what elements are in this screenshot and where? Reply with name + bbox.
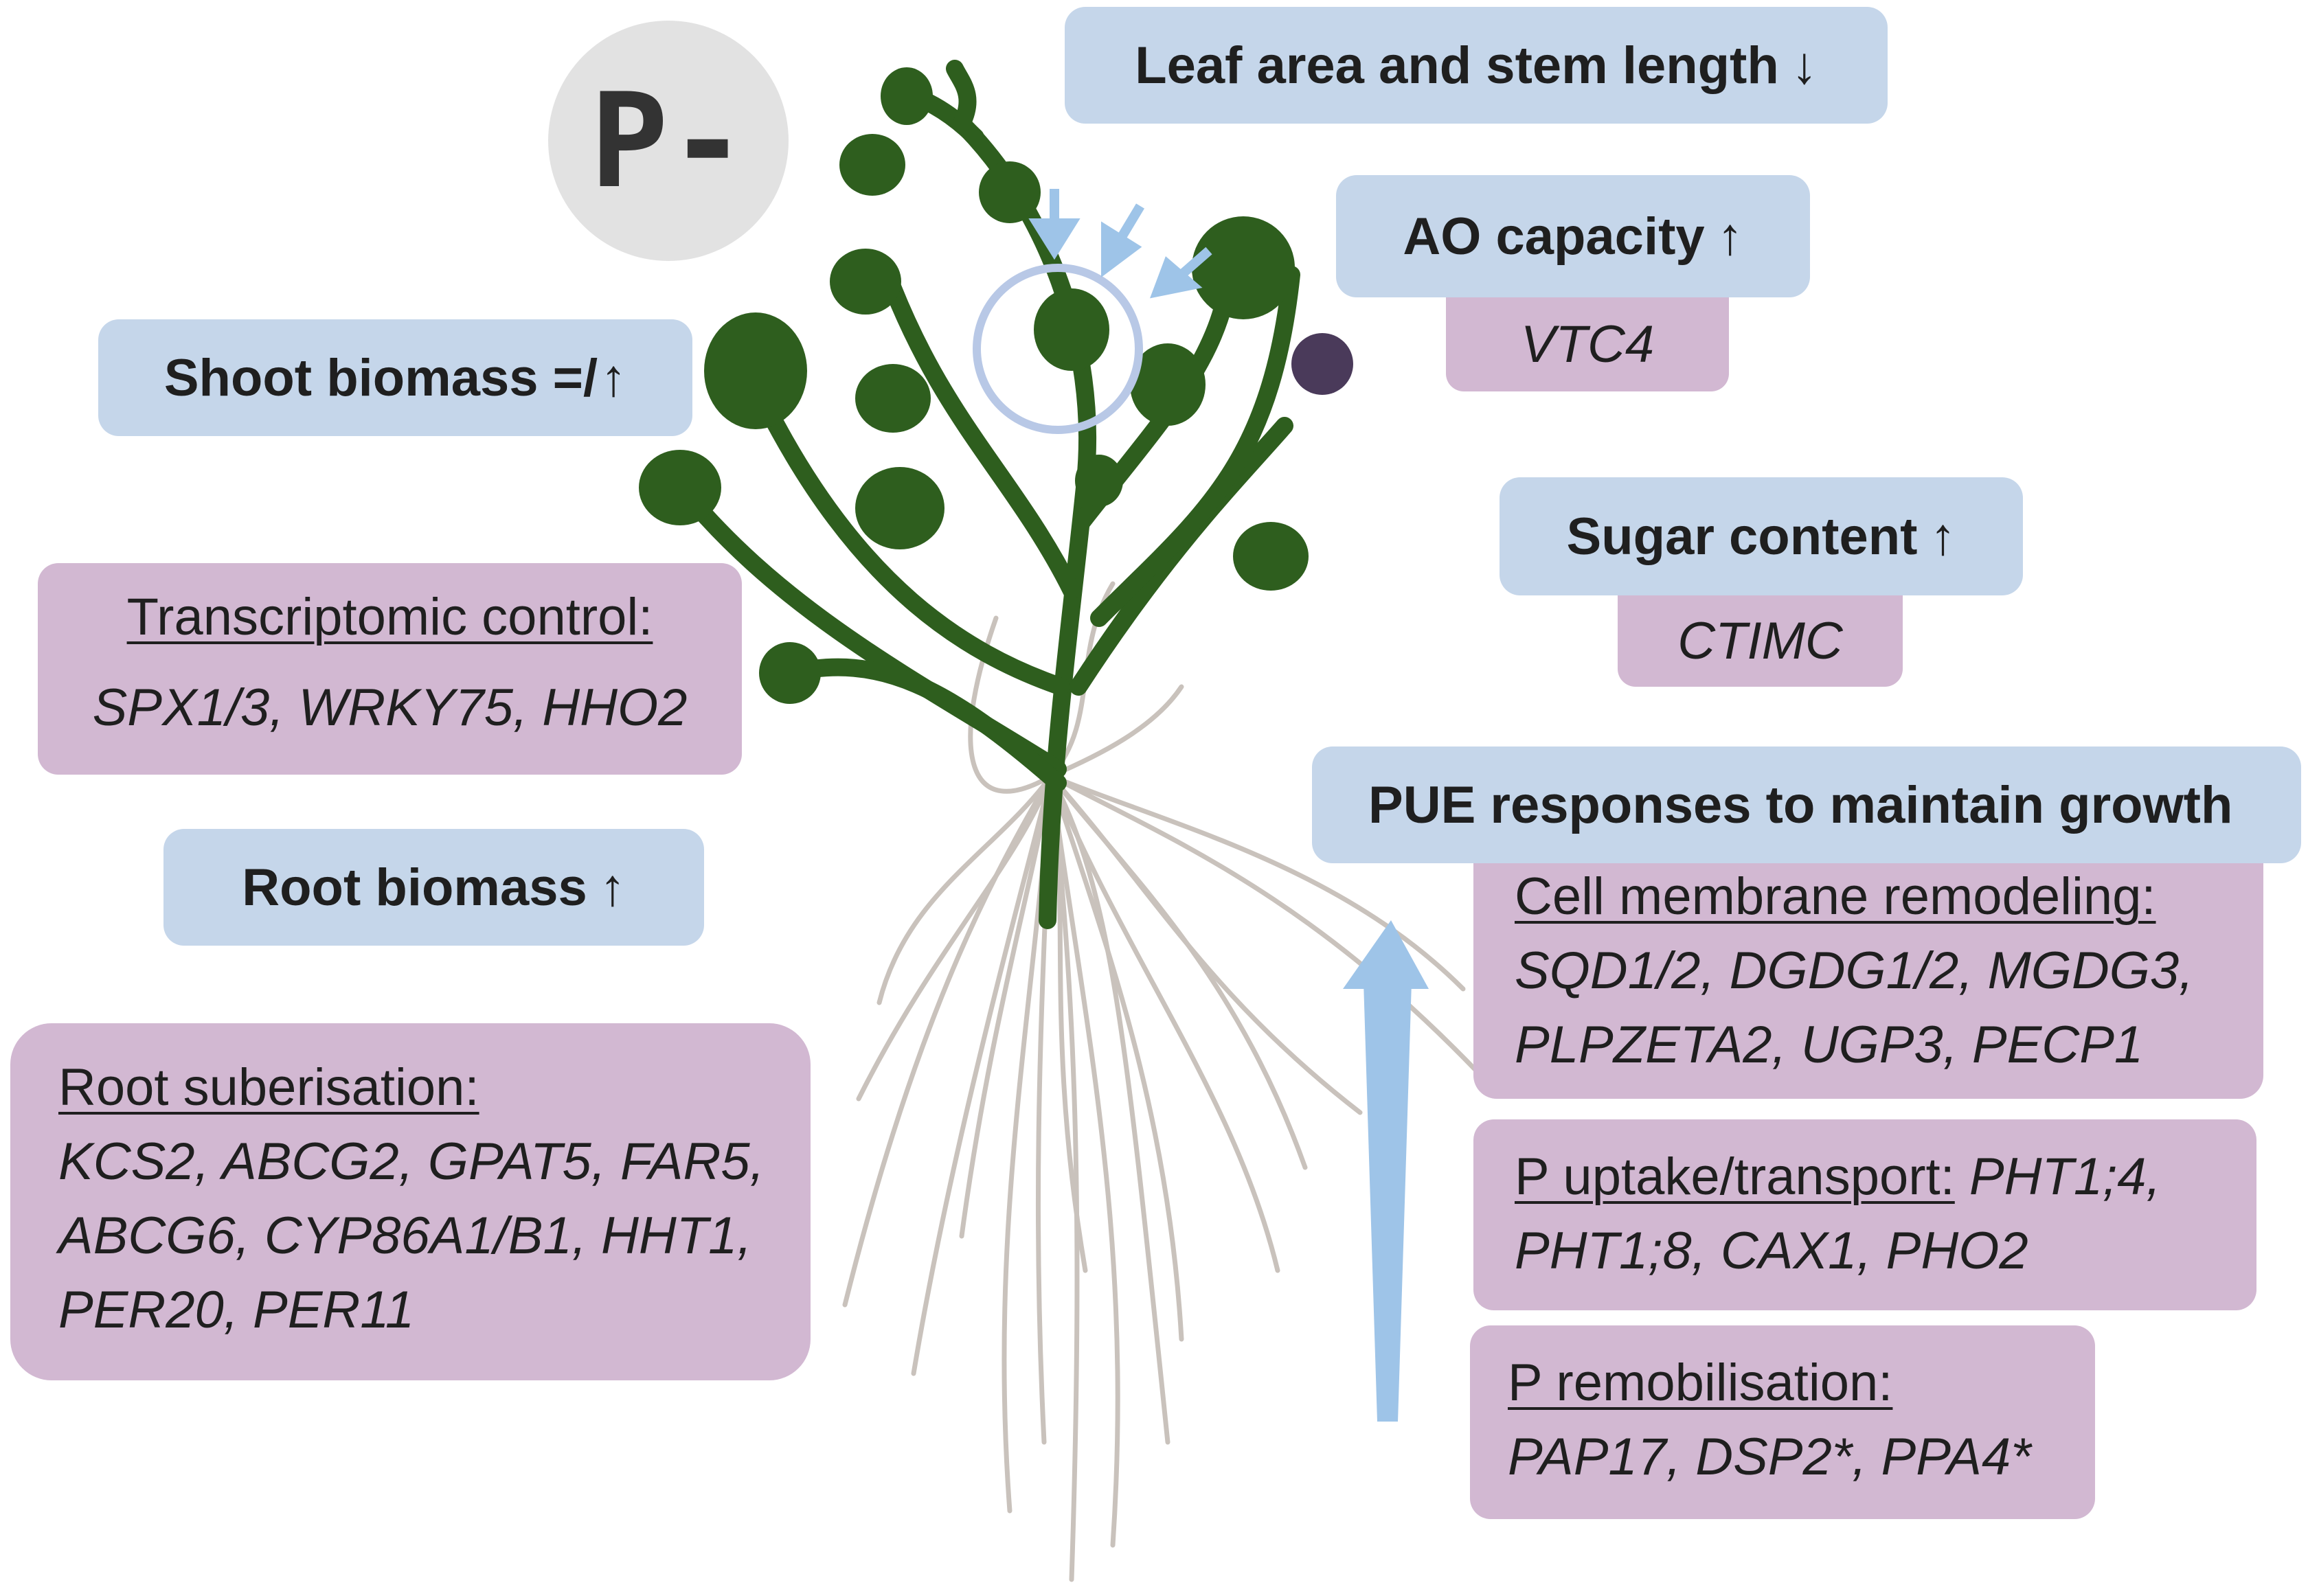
transcriptomic-control-box: Transcriptomic control: SPX1/3, WRKY75, … <box>38 563 742 775</box>
down-arrow-icon: ↓ <box>1791 36 1818 95</box>
vtc4-gene-box: VTC4 <box>1446 297 1729 391</box>
cell-membrane-remodeling-box: Cell membrane remodeling: SQD1/2, DGDG1/… <box>1473 863 2263 1099</box>
phosphate-deficiency-badge: P- <box>548 21 789 261</box>
up-arrow-icon: ↑ <box>1930 507 1956 566</box>
leaves <box>639 67 1309 704</box>
root-suberisation-box: Root suberisation: KCS2, ABCG2, GPAT5, F… <box>10 1023 811 1380</box>
sugar-content-label: Sugar content↑ <box>1500 477 2023 595</box>
p-minus-label: P- <box>589 65 747 217</box>
flower-bud <box>1291 333 1353 395</box>
pue-arrow <box>1343 920 1429 1422</box>
up-arrow-icon: ↑ <box>599 858 626 917</box>
highlight-arrows <box>1028 189 1212 299</box>
root-biomass-label: Root biomass↑ <box>163 829 704 946</box>
up-arrow-icon: ↑ <box>1717 207 1743 266</box>
ao-capacity-label: AO capacity↑ <box>1336 175 1810 297</box>
up-arrow-icon: ↑ <box>600 348 627 407</box>
leaf-area-label: Leaf area and stem length↓ <box>1065 7 1888 124</box>
shoot-biomass-label: Shoot biomass =/↑ <box>98 319 692 436</box>
pue-responses-label: PUE responses to maintain growth <box>1312 746 2301 863</box>
p-uptake-transport-box: P uptake/transport: PHT1;4, PHT1;8, CAX1… <box>1473 1119 2256 1310</box>
ctimc-gene-box: CTIMC <box>1618 595 1903 687</box>
p-remobilisation-box: P remobilisation: PAP17, DSP2*, PPA4* <box>1470 1325 2095 1519</box>
highlight-circle <box>973 264 1143 434</box>
